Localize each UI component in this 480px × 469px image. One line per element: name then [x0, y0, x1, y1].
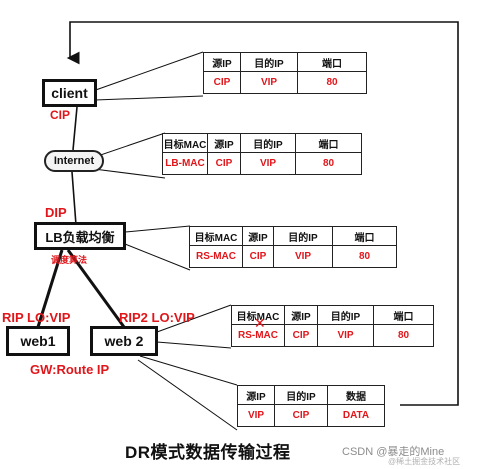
internet-cloud: Internet	[44, 150, 104, 172]
t2-header-src: 源IP	[207, 133, 241, 153]
t1-value-dst: VIP	[240, 71, 298, 94]
t1-value-src: CIP	[203, 71, 241, 94]
lb-web1-line	[36, 249, 64, 328]
t2-value-mac: LB-MAC	[162, 152, 208, 175]
scheduler-label: 调度算法	[51, 255, 88, 265]
watermark-juejin: @稀土掘金技术社区	[388, 457, 461, 466]
packet-table-4: 目标MAC 源IP 目的IP 端口 RS-MAC CIP VIP 80	[231, 305, 434, 347]
packet-table-2: 目标MAC 源IP 目的IP 端口 LB-MAC CIP VIP 80	[162, 133, 362, 175]
t1-header-src: 源IP	[203, 52, 241, 72]
web2-label: web 2	[104, 333, 144, 349]
t3-header-src: 源IP	[242, 226, 274, 246]
t5-header-data: 数据	[327, 385, 385, 405]
packet-table-1: 源IP 目的IP 端口 CIP VIP 80	[203, 52, 367, 94]
rip1-label: RIP LO:VIP	[2, 310, 71, 325]
t2-header-mac: 目标MAC	[162, 133, 208, 153]
t4-header-port: 端口	[373, 305, 434, 325]
t3-header-dst: 目的IP	[273, 226, 333, 246]
return-path-line	[66, 21, 459, 406]
t5-header-src: 源IP	[237, 385, 275, 405]
t5-value-data: DATA	[327, 404, 385, 427]
t2-value-port: 80	[295, 152, 362, 175]
dip-label: DIP	[45, 205, 67, 220]
gateway-label: GW:Route IP	[30, 362, 110, 377]
diagram-title: DR模式数据传输过程	[125, 443, 291, 462]
t2-header-port: 端口	[295, 133, 362, 153]
rewrite-cross-icon: ✕	[254, 315, 266, 331]
t2-header-dst: 目的IP	[240, 133, 296, 153]
internet-label: Internet	[53, 155, 95, 167]
t3-header-port: 端口	[332, 226, 397, 246]
t4-value-mac: RS-MAC	[231, 324, 285, 347]
cip-label: CIP	[50, 108, 71, 122]
t3-header-mac: 目标MAC	[189, 226, 243, 246]
t1-header-dst: 目的IP	[240, 52, 298, 72]
t3-value-mac: RS-MAC	[189, 245, 243, 268]
web1-node: web1	[6, 326, 70, 356]
client-label: client	[51, 85, 88, 101]
packet-table-5: 源IP 目的IP 数据 VIP CIP DATA	[237, 385, 385, 427]
internet-lb-line	[71, 171, 77, 226]
t4-value-port: 80	[373, 324, 434, 347]
web2-node: web 2	[90, 326, 158, 356]
t1-value-port: 80	[297, 71, 367, 94]
t1-header-port: 端口	[297, 52, 367, 72]
t3-value-src: CIP	[242, 245, 274, 268]
client-node: client	[42, 79, 97, 107]
lb-web2-line	[66, 249, 126, 328]
packet-table-3: 目标MAC 源IP 目的IP 端口 RS-MAC CIP VIP 80	[189, 226, 397, 268]
lb-node: LB负载均衡	[34, 222, 126, 250]
t2-value-src: CIP	[207, 152, 241, 175]
t5-header-dst: 目的IP	[274, 385, 328, 405]
t5-value-dst: CIP	[274, 404, 328, 427]
t4-value-dst: VIP	[317, 324, 374, 347]
web1-label: web1	[20, 333, 56, 349]
t3-value-dst: VIP	[273, 245, 333, 268]
t4-header-src: 源IP	[284, 305, 318, 325]
t3-value-port: 80	[332, 245, 397, 268]
client-internet-line	[72, 106, 78, 151]
lb-label: LB负载均衡	[45, 229, 115, 245]
t2-value-dst: VIP	[240, 152, 296, 175]
t4-value-src: CIP	[284, 324, 318, 347]
t5-value-src: VIP	[237, 404, 275, 427]
rip2-label: RIP2 LO:VIP	[119, 310, 195, 325]
watermark-csdn: CSDN @暴走的Mine	[342, 446, 445, 458]
t4-header-dst: 目的IP	[317, 305, 374, 325]
